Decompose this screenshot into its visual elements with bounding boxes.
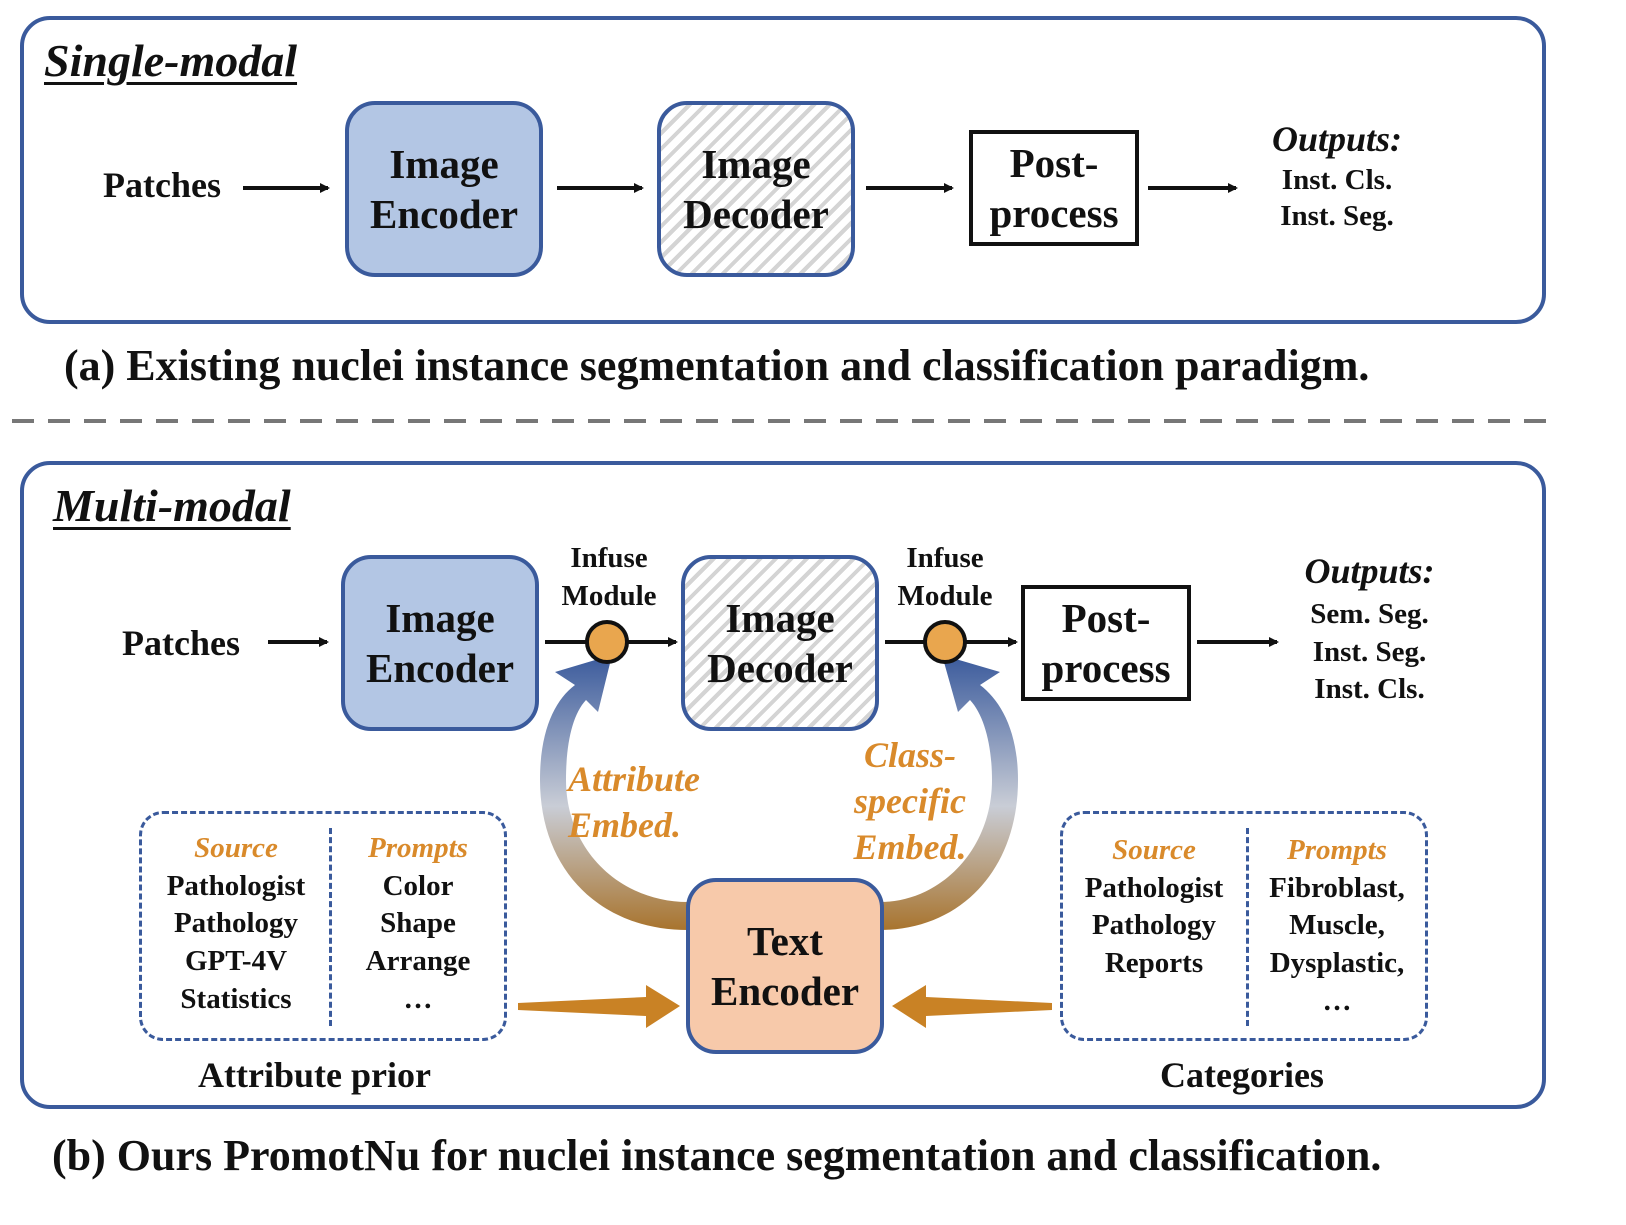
multi-post-process: Post- process: [1021, 585, 1191, 701]
categories-source-item: Reports: [1104, 947, 1204, 980]
single-patches-label: Patches: [103, 165, 221, 205]
attribute-prior-source-title: Source: [194, 832, 278, 864]
attribute-prior-prompts-title: Prompts: [368, 832, 468, 864]
categories-source-title: Source: [1112, 834, 1196, 866]
attribute-prior-divider: [329, 828, 332, 1026]
single-outputs-title: Outputs:: [1271, 119, 1403, 159]
categories-prompt-item: Fibroblast,: [1269, 871, 1405, 904]
attribute-prior-prompt-item: Arrange: [365, 945, 471, 978]
single-output-1: Inst. Cls.: [1281, 164, 1393, 196]
single-image-encoder: Image Encoder: [345, 101, 543, 277]
class-embed-curve: [880, 655, 1018, 930]
multi-output-3: Inst. Cls.: [1314, 673, 1425, 706]
categories-source-item: Pathology: [1091, 909, 1217, 942]
attribute-prior-prompt-item: …: [403, 982, 433, 1015]
multi-output-2: Inst. Seg.: [1312, 635, 1427, 668]
single-outputs: Outputs: Inst. Cls. Inst. Seg.: [1262, 118, 1412, 235]
categories-source-col: Source Pathologist Pathology Reports: [1066, 832, 1242, 983]
attribute-prior-label: Attribute prior: [198, 1055, 431, 1095]
attribute-prior-source-item: Pathology: [173, 907, 299, 940]
caption-a: (a) Existing nuclei instance segmentatio…: [64, 341, 1370, 390]
attribute-embed-label: Attribute Embed.: [568, 759, 701, 846]
caption-b: (b) Ours PromotNu for nuclei instance se…: [52, 1131, 1382, 1180]
attribute-prior-prompt-item: Color: [382, 869, 454, 902]
infuse-module-2-label: Infuse Module: [897, 542, 993, 612]
categories-box: [1060, 811, 1428, 1041]
infuse-module-2-node: [923, 620, 967, 664]
attribute-prior-prompts-col: Prompts Color Shape Arrange …: [335, 830, 501, 1018]
categories-prompts-title: Prompts: [1287, 834, 1387, 866]
attribute-prior-source-item: GPT-4V: [184, 945, 288, 978]
text-encoder: Text Encoder: [686, 878, 884, 1054]
multi-modal-title: Multi-modal: [53, 480, 291, 531]
infuse-module-1-label: Infuse Module: [561, 542, 657, 612]
attribute-prior-arrow: [518, 985, 680, 1028]
categories-prompt-item: Dysplastic,: [1269, 947, 1405, 980]
categories-label: Categories: [1160, 1055, 1324, 1095]
categories-source-item: Pathologist: [1084, 871, 1224, 904]
attribute-prior-source-col: Source Pathologist Pathology GPT-4V Stat…: [148, 830, 324, 1018]
categories-prompts-col: Prompts Fibroblast, Muscle, Dysplastic, …: [1252, 832, 1422, 1020]
categories-divider: [1246, 828, 1249, 1026]
attribute-embed-curve: [540, 655, 688, 930]
categories-prompt-item: Muscle,: [1289, 909, 1385, 942]
single-modal-title: Single-modal: [44, 35, 298, 86]
multi-output-1: Sem. Seg.: [1310, 598, 1429, 630]
attribute-prior-source-item: Statistics: [180, 982, 292, 1015]
attribute-prior-box: [139, 811, 507, 1041]
class-embed-label: Class- specific Embed.: [853, 735, 967, 868]
multi-image-decoder: Image Decoder: [681, 555, 879, 731]
attribute-prior-prompt-item: Shape: [380, 907, 456, 940]
attribute-prior-source-item: Pathologist: [166, 869, 306, 902]
single-output-2: Inst. Seg.: [1280, 200, 1394, 233]
categories-prompt-item: …: [1322, 984, 1352, 1017]
single-image-decoder: Image Decoder: [657, 101, 855, 277]
categories-arrow: [892, 985, 1052, 1028]
multi-outputs-title: Outputs:: [1304, 551, 1435, 591]
multi-image-encoder: Image Encoder: [341, 555, 539, 731]
infuse-module-1-node: [585, 620, 629, 664]
multi-outputs: Outputs: Sem. Seg. Inst. Seg. Inst. Cls.: [1292, 550, 1447, 709]
multi-patches-label: Patches: [122, 623, 240, 663]
single-post-process: Post- process: [969, 130, 1139, 246]
